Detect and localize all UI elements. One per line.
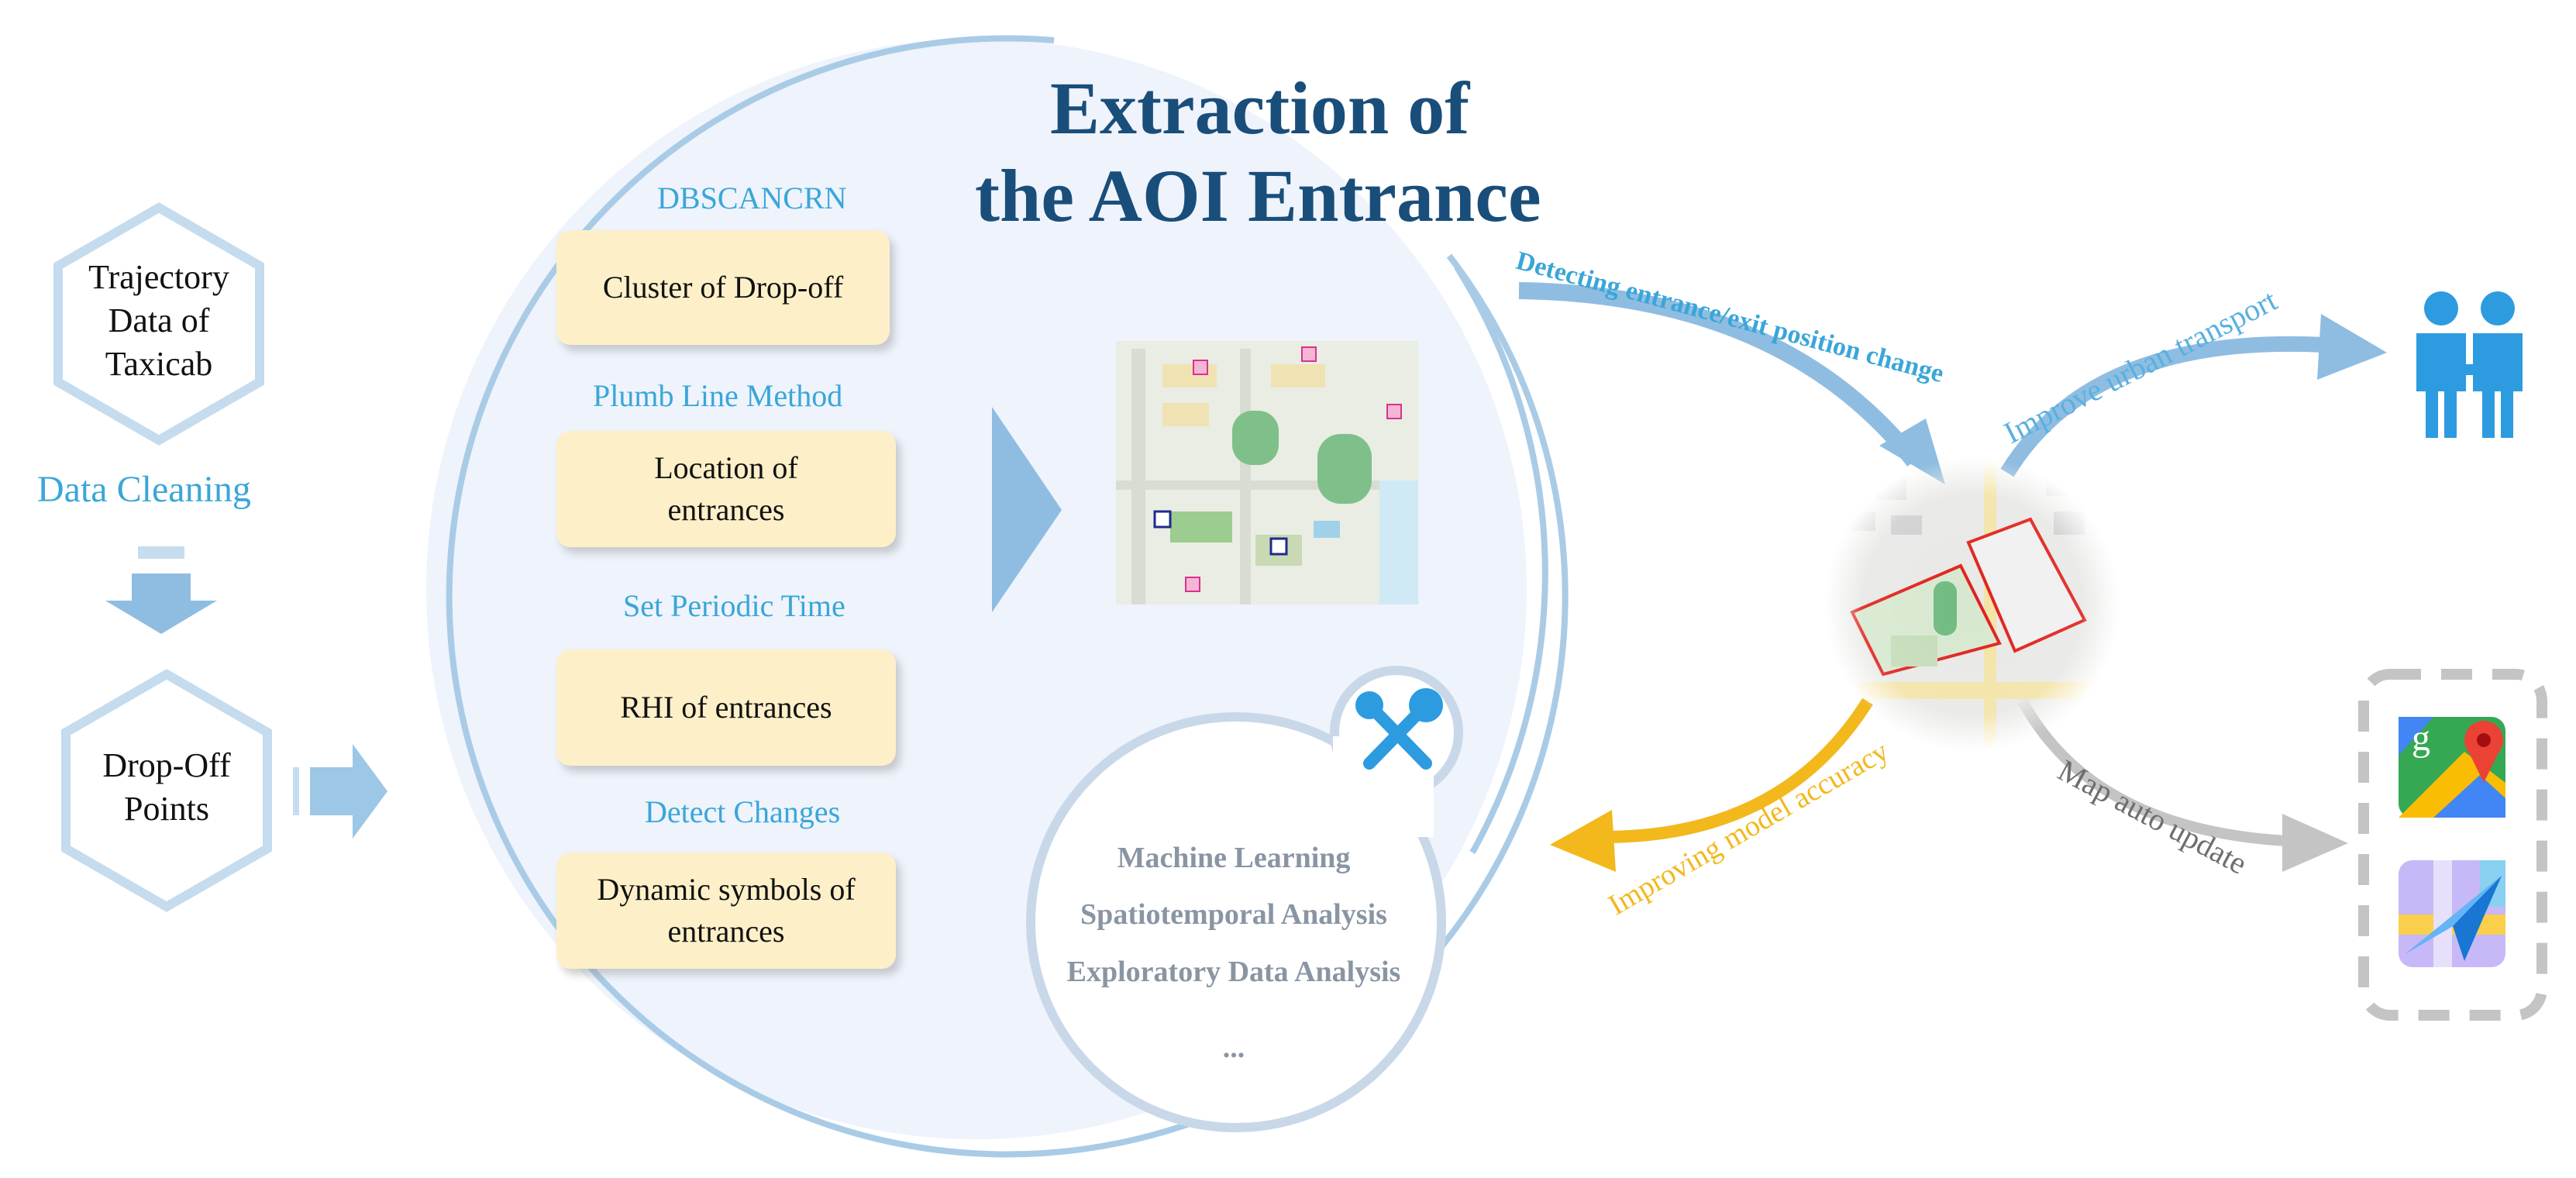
step-box-dynamic-line-1: Dynamic symbols of [597, 872, 856, 907]
accuracy-arrowhead [1550, 810, 1616, 872]
step-box-location-line-1: Location of [654, 450, 798, 485]
svg-text:g: g [2412, 718, 2430, 759]
title-line-2: the AOI Entrance [975, 154, 1541, 237]
outer-arc [446, 35, 1569, 1158]
trajectory-label: Trajectory Data of Taxicab [58, 256, 260, 386]
dropoff-line-2: Points [123, 790, 210, 828]
navigation-map-icon [2399, 860, 2505, 967]
step-method-detect-changes: Detect Changes [645, 794, 841, 829]
step-box-cluster: Cluster of Drop-off [556, 230, 890, 345]
step-box-location: Location of entrances [556, 431, 896, 547]
step-box-cluster-text: Cluster of Drop-off [602, 270, 844, 305]
trajectory-hexagon [53, 202, 264, 446]
step-box-dynamic-line-2: entrances [667, 914, 785, 949]
title-line-1: Extraction of [1050, 67, 1470, 150]
detecting-arrow [1518, 282, 1921, 467]
outer-arc-right [1454, 265, 1548, 854]
aoi-map-image [1821, 457, 2123, 752]
map-update-arrowhead [2282, 814, 2348, 872]
people-icon [2416, 291, 2523, 438]
step-to-map-arrow [992, 407, 1062, 612]
step-box-location-line-2: entrances [667, 492, 785, 527]
technique-exploratory: Exploratory Data Analysis [1066, 956, 1401, 988]
trajectory-line-1: Trajectory [88, 258, 229, 296]
map-apps-box [2358, 669, 2547, 1021]
dropoff-line-1: Drop-Off [102, 746, 231, 784]
transport-arrow [2000, 336, 2326, 477]
step-method-periodic-time: Set Periodic Time [623, 588, 845, 623]
step-box-rhi: RHI of entrances [556, 649, 896, 766]
down-arrow [105, 574, 217, 634]
dropoff-label: Drop-Off Points [66, 744, 267, 831]
campus-map-image [1116, 341, 1418, 604]
step-method-plumb-line: Plumb Line Method [593, 378, 843, 413]
technique-more: ... [1222, 1032, 1245, 1064]
step-box-rhi-text: RHI of entrances [620, 690, 832, 725]
data-cleaning-label: Data Cleaning [37, 469, 251, 510]
transport-arrowhead [2317, 314, 2387, 380]
data-cleaning-bar [138, 546, 184, 559]
input-arrow-bar [293, 767, 299, 815]
input-arrow [310, 744, 387, 839]
google-maps-icon: g [2399, 717, 2505, 818]
trajectory-line-3: Taxicab [105, 345, 213, 383]
step-box-dynamic: Dynamic symbols of entrances [556, 852, 896, 969]
trajectory-line-2: Data of [108, 301, 210, 339]
step-method-dbscancrn: DBSCANCRN [657, 181, 847, 215]
dropoff-hexagon [61, 669, 272, 912]
technique-machine-learning: Machine Learning [1117, 842, 1351, 874]
technique-spatiotemporal: Spatiotemporal Analysis [1080, 898, 1387, 931]
tools-icon [1355, 688, 1443, 770]
